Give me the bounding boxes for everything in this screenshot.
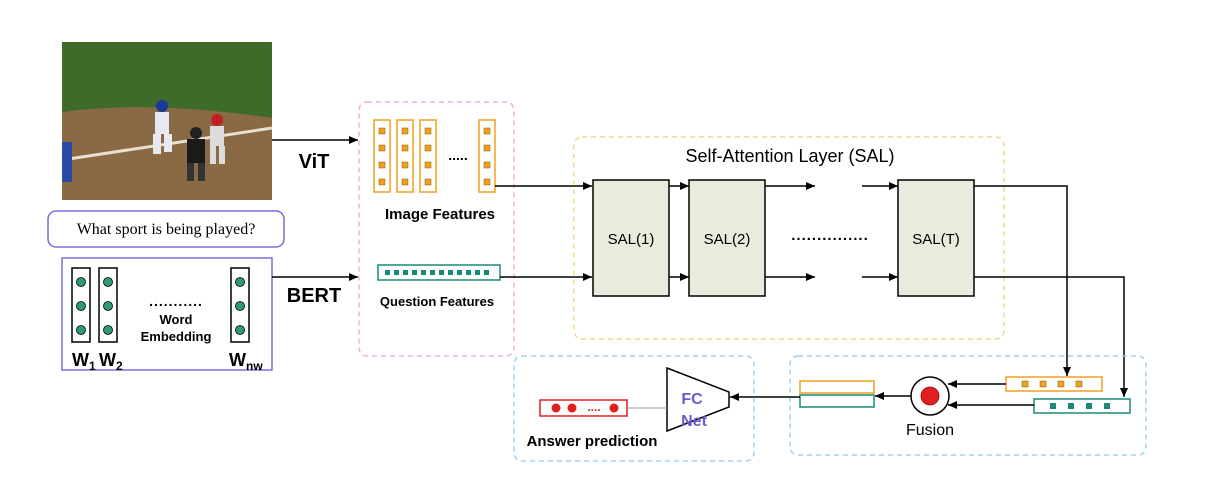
fc-net-label-line2: Net — [681, 413, 707, 430]
bert-label: BERT — [287, 285, 341, 307]
sal-block-2 — [688, 179, 766, 297]
image-feature-dots: ..... — [448, 147, 467, 163]
image-feature-col-3 — [419, 119, 437, 193]
answer-panel — [513, 355, 755, 462]
image-feature-vectors — [373, 119, 496, 193]
svg-text:....: .... — [587, 400, 600, 414]
question-feature-vector — [377, 264, 501, 281]
answer-prediction-label: Answer prediction — [527, 433, 658, 450]
attended-question-vector — [1033, 398, 1131, 414]
sal-block-2-label: SAL(2) — [704, 231, 751, 248]
image-feature-col-2 — [396, 119, 414, 193]
embedding-label-line1: Word — [160, 312, 193, 327]
embedding-label-line2: Embedding — [141, 329, 212, 344]
token-wnw: Wnw — [229, 350, 263, 373]
catcher-figure — [210, 114, 225, 164]
token-w1: W1 — [72, 350, 96, 373]
embedding-vector-n — [230, 267, 250, 343]
fusion-panel — [789, 355, 1147, 456]
embedding-dots: ........... — [149, 293, 203, 309]
image-feature-col-1 — [373, 119, 391, 193]
fusion-label: Fusion — [906, 422, 954, 439]
sal-image-out-arrow — [974, 185, 1071, 376]
sal-block-t — [897, 179, 975, 297]
sal-block-1 — [592, 179, 670, 297]
image-feature-col-n — [478, 119, 496, 193]
sal-block-1-label: SAL(1) — [608, 231, 655, 248]
fusion-operator-icon — [910, 376, 950, 416]
embedding-vector-1 — [71, 267, 91, 343]
answer-vector: .... — [539, 399, 628, 417]
fc-net-block — [666, 366, 730, 433]
umpire-figure — [187, 127, 205, 181]
attended-image-vector — [1005, 376, 1103, 392]
sal-question-out-arrow — [974, 276, 1128, 397]
sal-block-t-label: SAL(T) — [912, 231, 960, 248]
question-features-label: Question Features — [380, 294, 494, 309]
sal-panel — [573, 136, 1005, 340]
features-panel — [358, 101, 515, 357]
token-w2: W2 — [99, 350, 123, 373]
embedding-vector-2 — [98, 267, 118, 343]
vit-label: ViT — [299, 151, 330, 173]
input-image — [61, 42, 273, 200]
fc-net-label-line1: FC — [681, 391, 703, 408]
sal-dots: ............... — [791, 227, 869, 244]
batter-figure — [62, 142, 72, 182]
runner-figure — [153, 100, 172, 154]
fused-feature-vector — [799, 380, 875, 408]
question-text: What sport is being played? — [77, 221, 256, 238]
sal-title: Self-Attention Layer (SAL) — [685, 146, 894, 166]
question-box — [47, 210, 285, 248]
image-features-label: Image Features — [385, 206, 495, 223]
